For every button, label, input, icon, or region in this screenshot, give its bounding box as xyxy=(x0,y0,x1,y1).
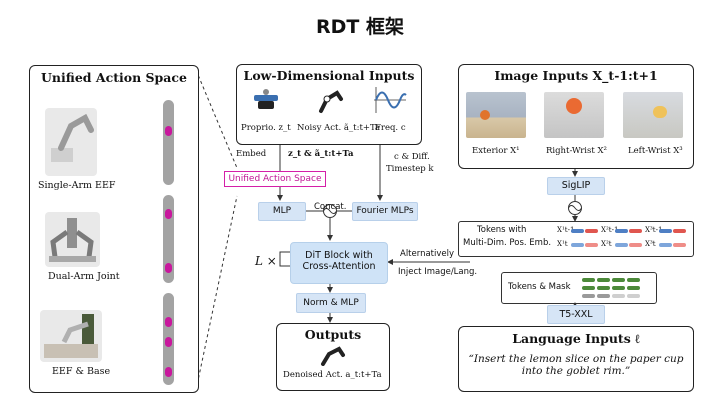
language-token xyxy=(597,278,610,282)
panel-title: Unified Action Space xyxy=(41,70,187,85)
image-token xyxy=(659,229,672,233)
denoised-label: Denoised Act. a_t:t+Ta xyxy=(283,370,382,380)
token-label: X³t xyxy=(645,240,656,248)
token-label: X³t-1 xyxy=(645,226,663,234)
mask-token xyxy=(627,294,640,298)
siglip-box: SigLIP xyxy=(547,177,605,195)
panel-title: Language Inputs ℓ xyxy=(512,331,640,346)
image-token xyxy=(615,243,628,247)
outputs-panel: Outputs Denoised Act. a_t:t+Ta xyxy=(276,323,390,391)
robot-label: EEF & Base xyxy=(52,366,111,377)
alternatively-label: Alternatively xyxy=(400,249,455,259)
mask-token xyxy=(597,294,610,298)
embed-label: Embed xyxy=(236,149,267,159)
dit-block: DiT Block with Cross-Attention xyxy=(290,242,388,284)
low-dim-inputs-panel: Low-Dimensional Inputs Proprio. z_t Nois… xyxy=(236,64,422,145)
language-token xyxy=(582,278,595,282)
token-label: X¹t xyxy=(557,240,568,248)
action-vector-2 xyxy=(163,195,174,283)
language-token xyxy=(627,286,640,290)
image-token xyxy=(615,229,628,233)
single-arm-robot-image xyxy=(45,108,97,176)
camera-label: Left-Wrist X³ xyxy=(628,146,683,156)
language-token xyxy=(612,286,625,290)
panel-title: Image Inputs X_t-1:t+1 xyxy=(494,68,658,83)
action-vector-3 xyxy=(163,293,174,385)
token-label: X¹t-1 xyxy=(557,226,575,234)
dit-line2: Cross-Attention xyxy=(302,261,376,272)
dual-arm-robot-image xyxy=(45,212,100,267)
exterior-camera-image xyxy=(466,92,526,138)
norm-mlp-box: Norm & MLP xyxy=(296,293,366,313)
frequency-wave-icon xyxy=(374,87,407,113)
panel-title: Low-Dimensional Inputs xyxy=(243,68,415,83)
robot-arm-icon xyxy=(321,346,345,366)
language-inputs-panel: Language Inputs ℓ “Insert the lemon slic… xyxy=(458,326,694,392)
language-token xyxy=(597,286,610,290)
tokens-line2: Multi-Dim. Pos. Emb. xyxy=(463,238,552,248)
token-label: X²t xyxy=(601,240,612,248)
mask-token xyxy=(582,294,595,298)
image-token xyxy=(585,229,598,233)
tokens-line1: Tokens with xyxy=(477,225,527,235)
image-token xyxy=(629,243,642,247)
concat-label: Concat. xyxy=(314,202,347,212)
language-token xyxy=(612,278,625,282)
image-token xyxy=(571,243,584,247)
t5-xxl-box: T5-XXL xyxy=(547,305,605,324)
action-vector-1 xyxy=(163,100,174,185)
layers-label: L × xyxy=(255,254,277,268)
page-title: RDT 框架 xyxy=(316,16,404,38)
language-token xyxy=(582,286,595,290)
left-wrist-camera-image xyxy=(623,92,683,138)
camera-label: Right-Wrist X² xyxy=(546,146,607,156)
timestep-label: Timestep k xyxy=(386,164,434,174)
right-wrist-camera-image xyxy=(544,92,604,138)
image-token xyxy=(585,243,598,247)
image-token xyxy=(673,229,686,233)
inject-label: Inject Image/Lang. xyxy=(398,267,478,277)
noisy-action-icon xyxy=(319,90,343,113)
unified-action-space-box: Unified Action Space xyxy=(224,171,326,187)
mlp-box: MLP xyxy=(258,202,306,221)
robot-label: Dual-Arm Joint xyxy=(48,271,120,282)
embed-vars-label: z_t & ã_t:t+Ta xyxy=(288,149,354,159)
panel-title: Outputs xyxy=(304,327,362,342)
eef-base-robot-image xyxy=(40,310,102,362)
cdiff-label: c & Diff. xyxy=(394,152,430,162)
token-label: X²t-1 xyxy=(601,226,619,234)
image-token xyxy=(629,229,642,233)
fourier-mlps-box: Fourier MLPs xyxy=(352,202,418,221)
language-token xyxy=(627,278,640,282)
tokens-mask-label: Tokens & Mask xyxy=(508,282,571,292)
camera-label: Exterior X¹ xyxy=(472,146,520,156)
dit-line1: DiT Block with xyxy=(305,250,373,261)
image-token xyxy=(673,243,686,247)
freq-label: Freq. c xyxy=(375,123,406,133)
image-token xyxy=(571,229,584,233)
tokens-mask-panel: Tokens & Mask xyxy=(501,272,657,304)
noisy-action-label: Noisy Act. ã_t:t+Ta xyxy=(297,123,381,133)
image-token xyxy=(659,243,672,247)
image-tokens-panel: Tokens with Multi-Dim. Pos. Emb. X¹t-1 X… xyxy=(458,221,694,257)
instruction-line1: “Insert the lemon slice on the paper cup xyxy=(468,353,684,365)
robot-label: Single-Arm EEF xyxy=(38,180,116,191)
proprio-label: Proprio. z_t xyxy=(241,123,291,133)
mask-token xyxy=(612,294,625,298)
proprio-icon xyxy=(254,89,278,109)
instruction-line2: into the goblet rim.” xyxy=(521,365,631,377)
